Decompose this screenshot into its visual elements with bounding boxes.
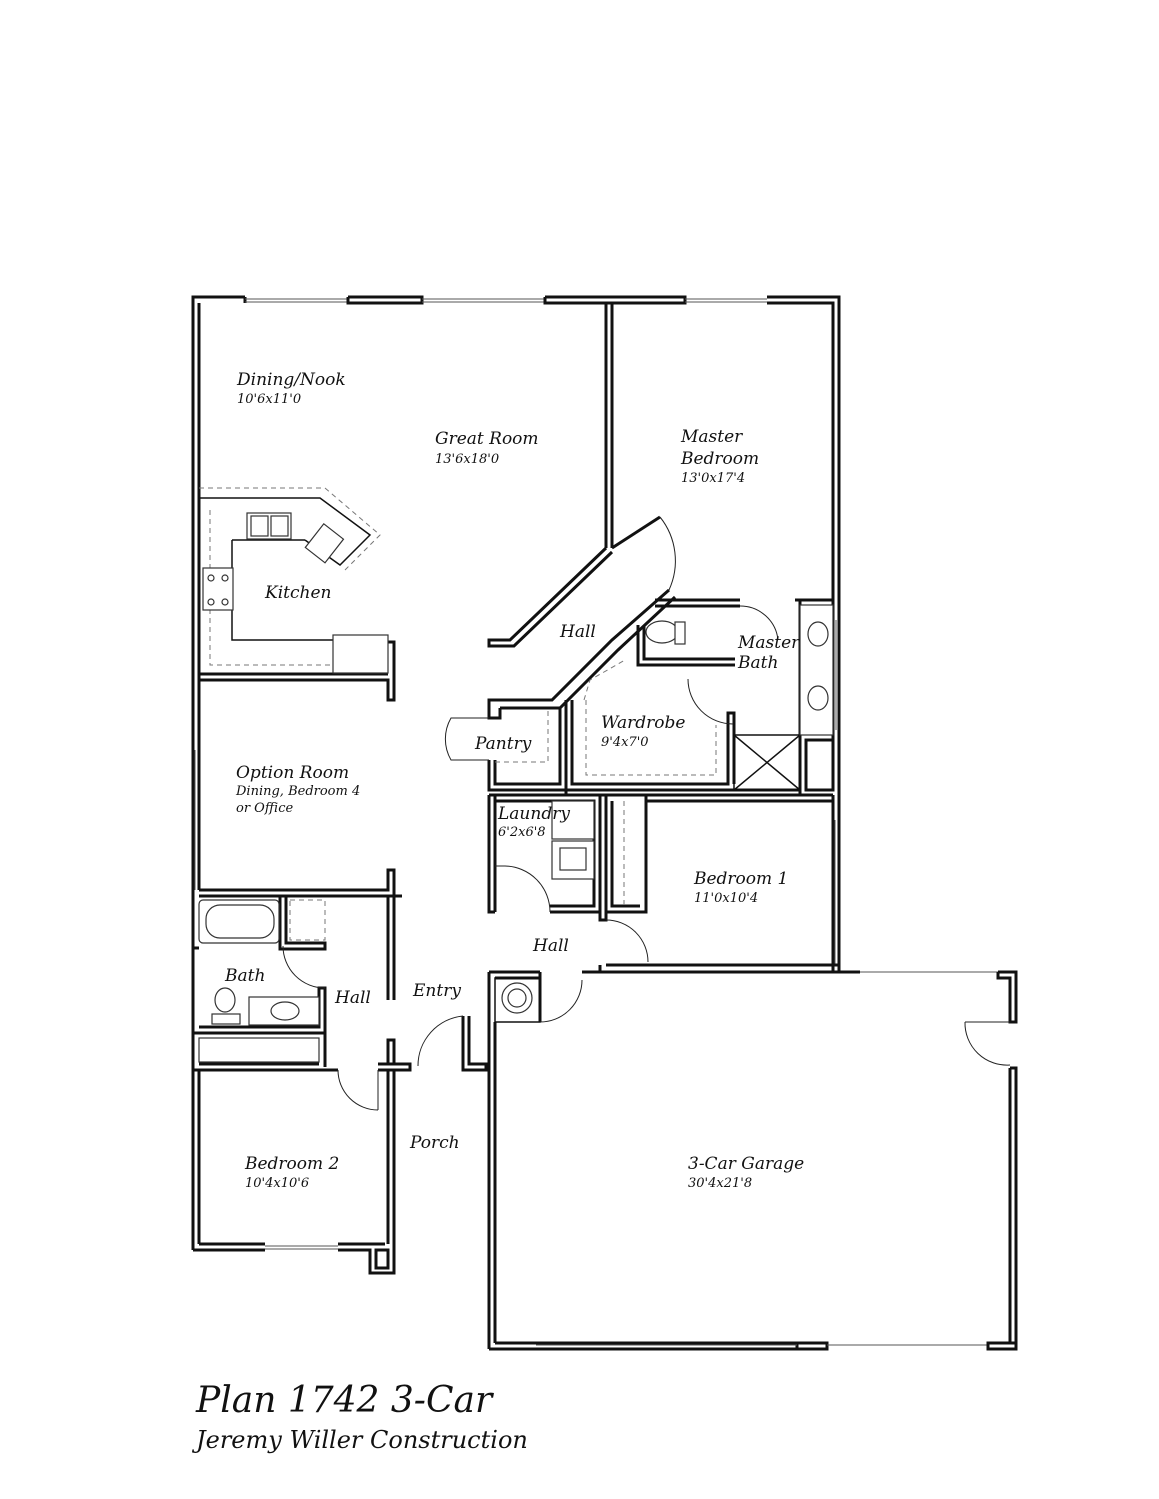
label-master-bath-2: Bath bbox=[737, 653, 778, 673]
label-option-room: Option Room bbox=[236, 763, 349, 783]
label-entry: Entry bbox=[412, 981, 461, 1001]
label-dining-nook: Dining/Nook bbox=[236, 370, 346, 390]
label-bedroom-2: Bedroom 2 bbox=[244, 1154, 339, 1174]
label-bath: Bath bbox=[224, 966, 265, 986]
dim-bedroom-1: 11'0x10'4 bbox=[694, 891, 758, 906]
label-hall-middle: Hall bbox=[532, 936, 569, 956]
dim-bedroom-2: 10'4x10'6 bbox=[245, 1176, 309, 1191]
label-porch: Porch bbox=[409, 1133, 460, 1153]
dim-wardrobe: 9'4x7'0 bbox=[601, 735, 649, 750]
sub-option-room-2: or Office bbox=[236, 801, 293, 816]
label-great-room: Great Room bbox=[435, 429, 539, 449]
dim-laundry: 6'2x6'8 bbox=[498, 825, 546, 840]
label-hall-lower: Hall bbox=[334, 988, 371, 1008]
label-master-bedroom-1: Master bbox=[680, 427, 743, 447]
label-pantry: Pantry bbox=[474, 734, 532, 754]
label-laundry: Laundry bbox=[497, 804, 570, 824]
dim-great-room: 13'6x18'0 bbox=[435, 452, 499, 467]
dim-master-bedroom: 13'0x17'4 bbox=[681, 471, 745, 486]
sub-option-room-1: Dining, Bedroom 4 bbox=[235, 784, 360, 799]
label-master-bedroom-2: Bedroom bbox=[680, 449, 759, 469]
label-wardrobe: Wardrobe bbox=[601, 713, 685, 733]
dim-garage: 30'4x21'8 bbox=[688, 1176, 752, 1191]
door-swings bbox=[282, 516, 1011, 1111]
kitchen-fixtures bbox=[199, 487, 389, 674]
plan-title: Plan 1742 3-Car bbox=[196, 1380, 493, 1421]
dim-dining-nook: 10'6x11'0 bbox=[237, 392, 301, 407]
label-bedroom-1: Bedroom 1 bbox=[693, 869, 788, 889]
builder-name: Jeremy Willer Construction bbox=[196, 1426, 528, 1454]
interior-walls bbox=[193, 303, 1018, 1351]
room-labels: Dining/Nook 10'6x11'0 Great Room 13'6x18… bbox=[224, 370, 804, 1191]
label-garage: 3-Car Garage bbox=[688, 1154, 804, 1174]
label-master-bath-1: Master bbox=[737, 633, 800, 653]
label-hall-upper: Hall bbox=[559, 622, 596, 642]
bath-fixtures bbox=[198, 604, 834, 1063]
label-kitchen: Kitchen bbox=[264, 583, 331, 603]
exterior-walls bbox=[191, 295, 841, 1275]
